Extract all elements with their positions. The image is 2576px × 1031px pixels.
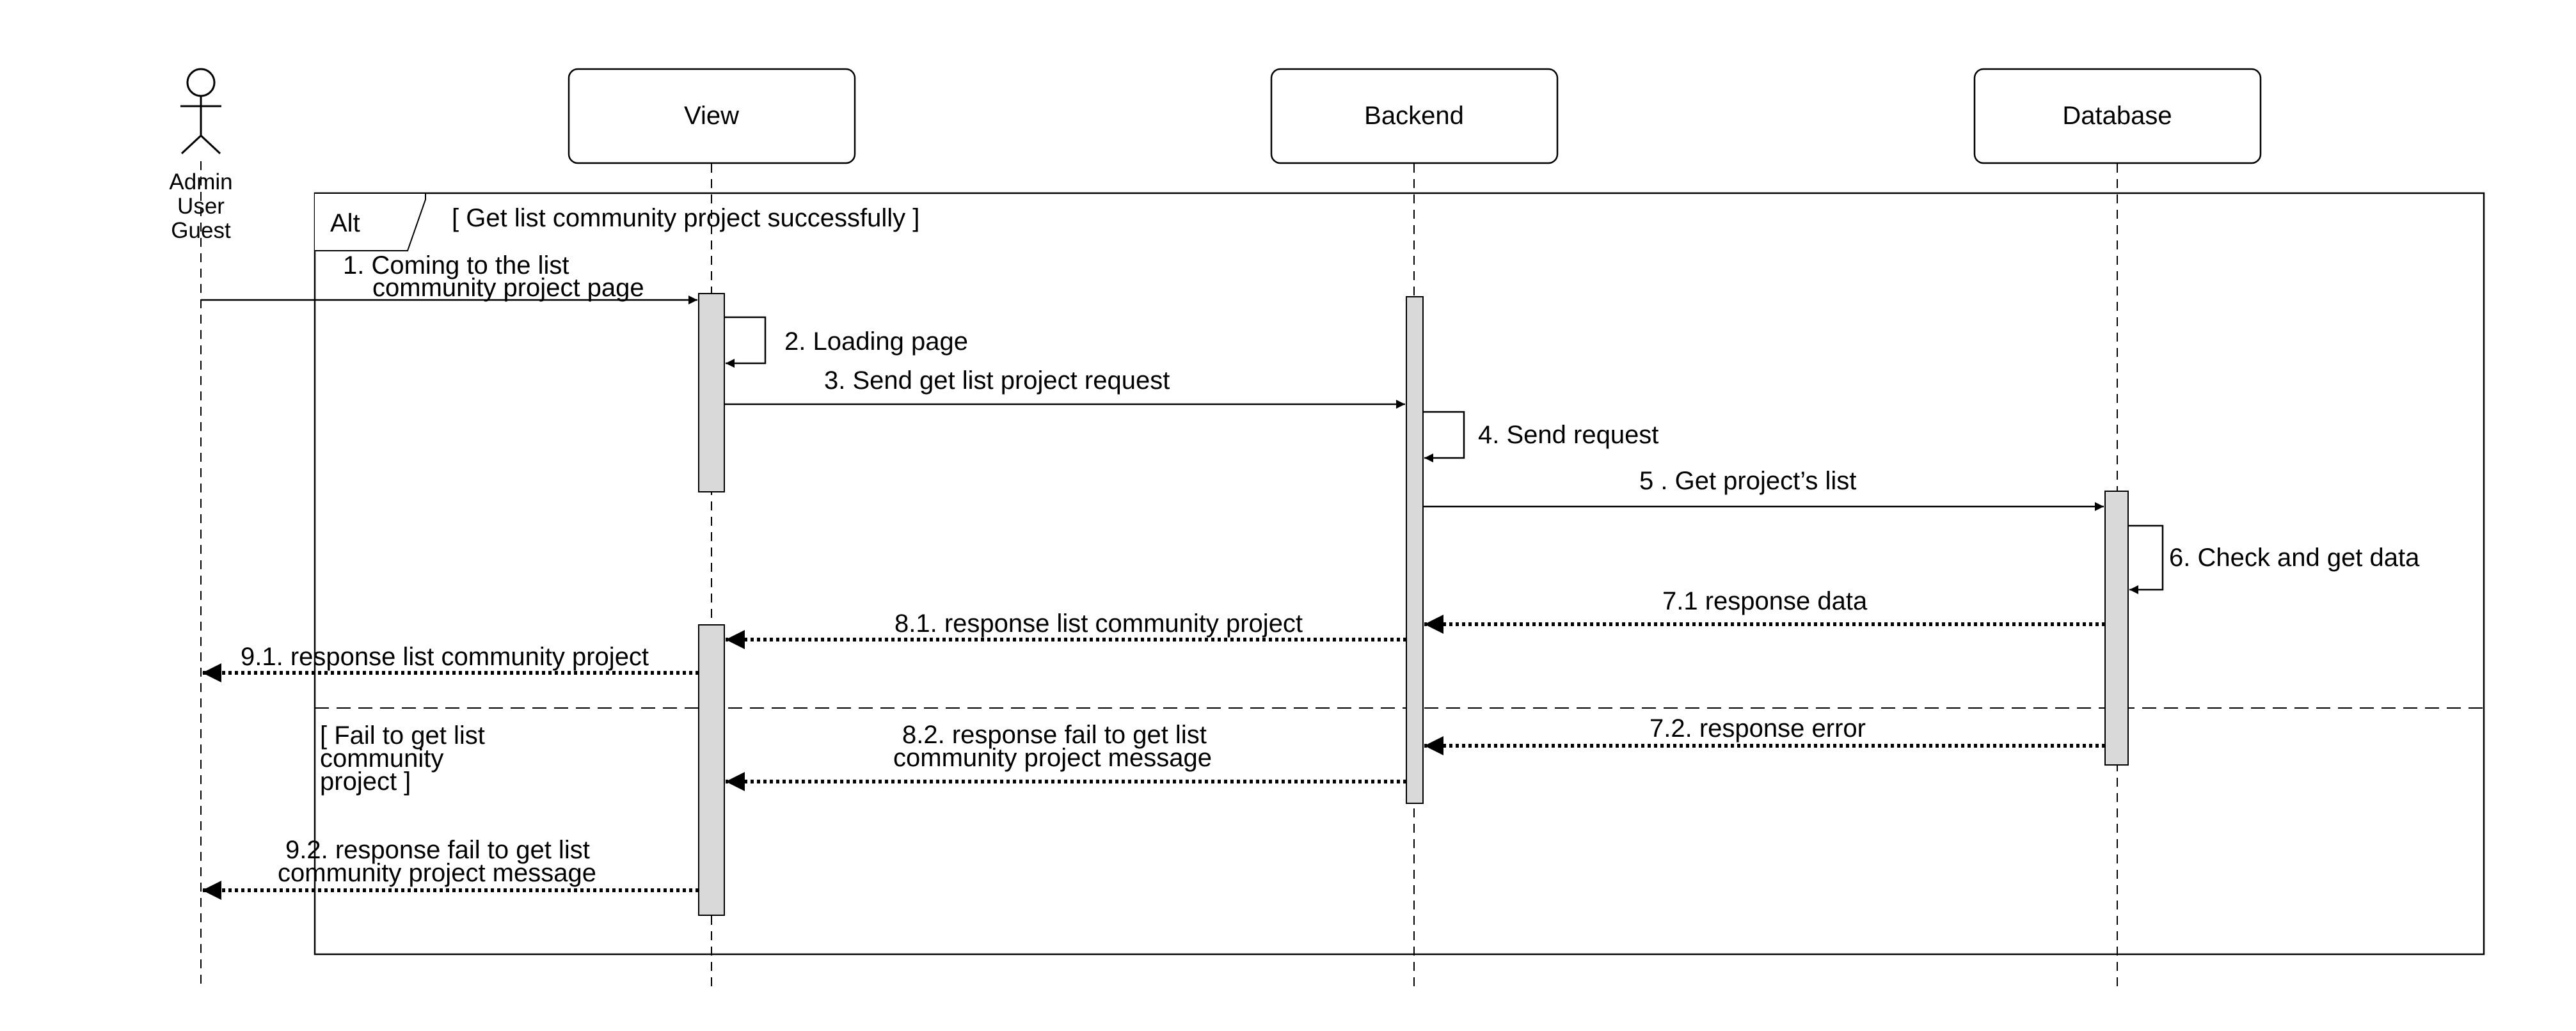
message-1-label-line-1: 1. Coming to the list bbox=[343, 251, 569, 279]
message-9-1-label: 9.1. response list community project bbox=[241, 643, 649, 671]
message-2-label: 2. Loading page bbox=[784, 327, 968, 356]
message-6-label: 6. Check and get data bbox=[2169, 544, 2420, 572]
message-7-1-label: 7.1 response data bbox=[1662, 587, 1868, 615]
alt-guard-success: [ Get list community project successfull… bbox=[452, 204, 919, 232]
alt-operator-tab bbox=[315, 193, 426, 251]
activation-backend bbox=[1406, 296, 1424, 804]
alt-guard-fail-line-3: project ] bbox=[320, 767, 411, 796]
participant-view-box bbox=[568, 68, 856, 164]
message-9-2-label-line-2: community project message bbox=[278, 859, 596, 887]
actor-label-line-1: Admin bbox=[169, 169, 232, 194]
message-4-label: 4. Send request bbox=[1478, 421, 1658, 449]
actor-figure bbox=[180, 68, 221, 155]
message-4-self-arrow bbox=[1423, 411, 1465, 462]
participant-database-label: Database bbox=[2062, 102, 2172, 130]
message-6-self-arrow bbox=[2128, 524, 2164, 594]
alt-fragment-frame bbox=[314, 192, 2485, 956]
message-8-2-label-line-2: community project message bbox=[893, 744, 1212, 772]
message-9-2-label-line-1: 9.2. response fail to get list bbox=[285, 836, 590, 864]
participant-backend-label: Backend bbox=[1364, 102, 1464, 130]
message-1-label-line-2: community project page bbox=[372, 274, 644, 302]
alt-operator-label: Alt bbox=[330, 209, 360, 237]
activation-view-1 bbox=[698, 293, 725, 492]
message-8-2-label-line-1: 8.2. response fail to get list bbox=[902, 721, 1207, 749]
actor-label-line-2: User bbox=[177, 194, 225, 219]
message-3-label: 3. Send get list project request bbox=[824, 366, 1170, 395]
alt-guard-fail-line-2: community bbox=[320, 744, 443, 773]
participant-backend-box bbox=[1270, 68, 1559, 164]
activation-database bbox=[2104, 491, 2129, 766]
message-5-label: 5 . Get project’s list bbox=[1639, 467, 1856, 495]
actor-label-line-3: Guest bbox=[171, 218, 231, 243]
activation-view-2 bbox=[698, 624, 725, 916]
alt-guard-fail-line-1: [ Fail to get list bbox=[320, 721, 485, 750]
message-8-1-label: 8.1. response list community project bbox=[894, 610, 1303, 638]
participant-database-box bbox=[1973, 68, 2262, 164]
message-2-self-arrow bbox=[724, 316, 767, 368]
message-7-2-label: 7.2. response error bbox=[1650, 714, 1866, 743]
participant-view-label: View bbox=[684, 102, 739, 130]
